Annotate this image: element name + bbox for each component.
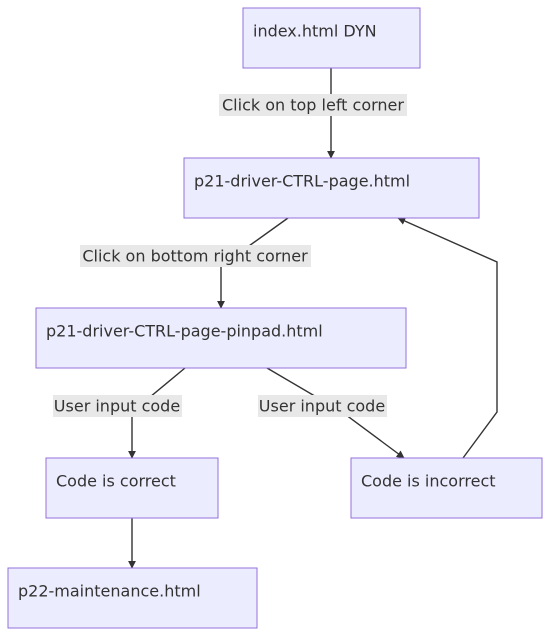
node-maintenance-box xyxy=(7,567,258,629)
node-pinpad-label: p21-driver-CTRL-page-pinpad.html xyxy=(46,322,323,341)
node-code-correct-box xyxy=(45,457,219,519)
edge-label-bg-index-to-ctrl xyxy=(219,94,407,116)
node-pinpad[interactable]: p21-driver-CTRL-page-pinpad.html xyxy=(35,307,407,369)
edge-label-pinpad-to-correct: User input code xyxy=(54,397,180,416)
edge-label-bg-ctrl-to-pinpad xyxy=(80,245,311,267)
node-code-incorrect-box xyxy=(350,457,543,519)
node-code-incorrect[interactable]: Code is incorrect xyxy=(350,457,543,519)
node-ctrl-page-box xyxy=(183,157,480,219)
node-maintenance[interactable]: p22-maintenance.html xyxy=(7,567,258,629)
edge-label-index-to-ctrl: Click on top left corner xyxy=(222,96,404,115)
edge-label-ctrl-to-pinpad: Click on bottom right corner xyxy=(82,247,308,266)
node-index-label: index.html DYN xyxy=(253,22,377,41)
edge-incorrect-to-ctrl-page xyxy=(397,217,498,459)
edge-label-pinpad-to-incorrect: User input code xyxy=(259,397,385,416)
node-ctrl-page[interactable]: p21-driver-CTRL-page.html xyxy=(183,157,480,219)
node-code-correct-label: Code is correct xyxy=(56,472,176,491)
node-code-incorrect-label: Code is incorrect xyxy=(361,472,496,491)
node-index-box xyxy=(242,7,421,69)
edge-labels: Click on top left corner Click on bottom… xyxy=(53,94,407,417)
edge-label-bg-pinpad-to-incorrect xyxy=(258,395,387,417)
node-index[interactable]: index.html DYN xyxy=(242,7,421,69)
node-code-correct[interactable]: Code is correct xyxy=(45,457,219,519)
node-pinpad-box xyxy=(35,307,407,369)
edge-label-bg-pinpad-to-correct xyxy=(53,395,182,417)
node-ctrl-page-label: p21-driver-CTRL-page.html xyxy=(194,172,410,191)
node-maintenance-label: p22-maintenance.html xyxy=(18,582,201,601)
